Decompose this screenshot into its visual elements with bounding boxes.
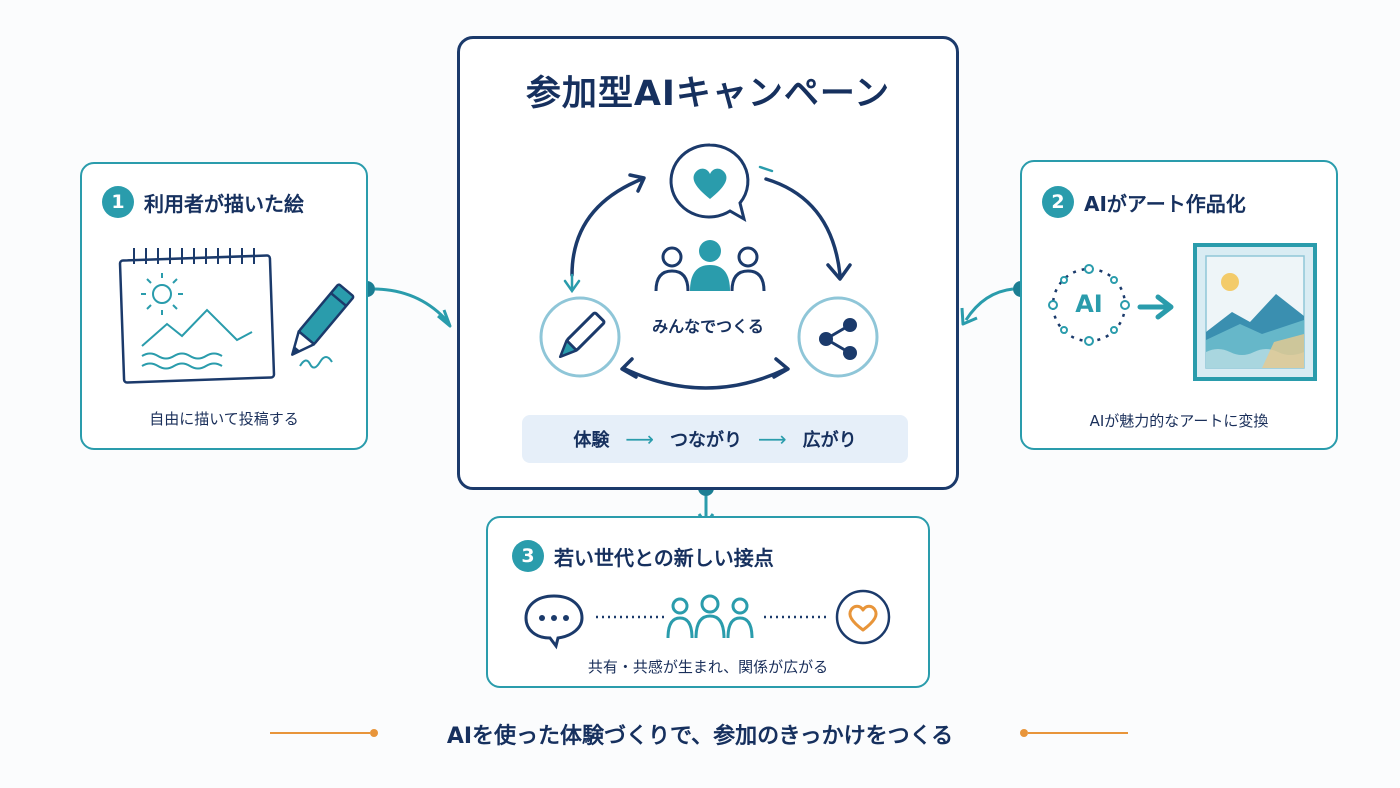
share-icon bbox=[797, 296, 879, 378]
step1-header: 1 利用者が描いた絵 bbox=[102, 186, 304, 218]
chat-bubble-icon bbox=[524, 594, 584, 650]
step3-caption: 共有・共感が生まれ、関係が広がる bbox=[587, 658, 829, 676]
flow-arrow-icon: ⟶ bbox=[758, 427, 787, 451]
pencil-icon bbox=[291, 283, 355, 369]
dotted-link bbox=[764, 615, 826, 619]
people-icon bbox=[654, 240, 766, 292]
ai-ring-icon bbox=[1048, 264, 1130, 346]
people-label: みんなでつくる bbox=[652, 317, 764, 336]
step1-title: 利用者が描いた絵 bbox=[144, 191, 304, 216]
sketchbook-icon bbox=[118, 248, 276, 384]
flow-bar: 体験 ⟶ つながり ⟶ 広がり bbox=[522, 415, 908, 463]
cycle-arrows bbox=[563, 165, 852, 390]
step1-number-badge: 1 bbox=[102, 186, 134, 218]
step3-header: 3 若い世代との新しい接点 bbox=[512, 540, 774, 572]
campaign-card: 参加型AIキャンペーン bbox=[457, 36, 959, 490]
tagline-rule-left bbox=[270, 729, 378, 737]
arrow-right-icon bbox=[1137, 294, 1174, 320]
step1-card: 1 利用者が描いた絵 自由に描いて投稿する bbox=[80, 162, 368, 450]
tagline: AIを使った体験づくりで、参加のきっかけをつくる bbox=[446, 724, 954, 749]
pencil-circle-icon bbox=[539, 296, 621, 378]
tagline-rule-right bbox=[1020, 729, 1128, 737]
step1-caption: 自由に描いて投稿する bbox=[149, 410, 299, 428]
step3-number-badge: 3 bbox=[512, 540, 544, 572]
flow-arrow-icon: ⟶ bbox=[625, 427, 654, 451]
flow-step-1: 体験 bbox=[573, 430, 610, 451]
step2-caption: AIが魅力的なアートに変換 bbox=[1089, 412, 1269, 430]
step3-card: 3 若い世代との新しい接点 共有・共感が生まれ、関係が広がる bbox=[486, 516, 930, 688]
people-icon bbox=[666, 594, 754, 639]
step3-title: 若い世代との新しい接点 bbox=[554, 545, 774, 570]
step2-title: AIがアート作品化 bbox=[1084, 191, 1246, 216]
ai-label: AI bbox=[1075, 290, 1103, 318]
flow-step-3: 広がり bbox=[802, 430, 857, 451]
heart-icon bbox=[835, 589, 891, 645]
heart-speech-icon bbox=[669, 143, 750, 223]
step2-header: 2 AIがアート作品化 bbox=[1042, 186, 1246, 218]
step2-number-badge: 2 bbox=[1042, 186, 1074, 218]
dotted-link bbox=[596, 615, 666, 619]
framed-art-icon bbox=[1193, 243, 1317, 381]
campaign-title: 参加型AIキャンペーン bbox=[525, 74, 891, 114]
step2-card: 2 AIがアート作品化 AI AIが魅力的なアートに変換 bbox=[1020, 160, 1338, 450]
flow-step-2: つながり bbox=[670, 430, 742, 451]
